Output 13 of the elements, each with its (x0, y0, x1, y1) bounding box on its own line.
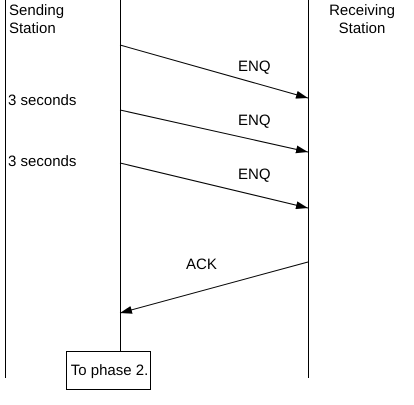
time-note: 3 seconds (8, 153, 76, 171)
edge-label: ENQ (238, 58, 271, 76)
arrow (120, 262, 308, 314)
step-text: To phase 2. (70, 362, 150, 380)
station-title: Sending Station (9, 2, 66, 38)
station-title: Receiving Station (328, 2, 396, 38)
arrow (120, 162, 308, 210)
edge-label: ENQ (238, 166, 271, 184)
time-note: 3 seconds (8, 92, 76, 110)
arrow (120, 110, 308, 154)
arrow (120, 44, 308, 99)
edge-label: ENQ (238, 112, 271, 130)
process-box (66, 351, 151, 390)
